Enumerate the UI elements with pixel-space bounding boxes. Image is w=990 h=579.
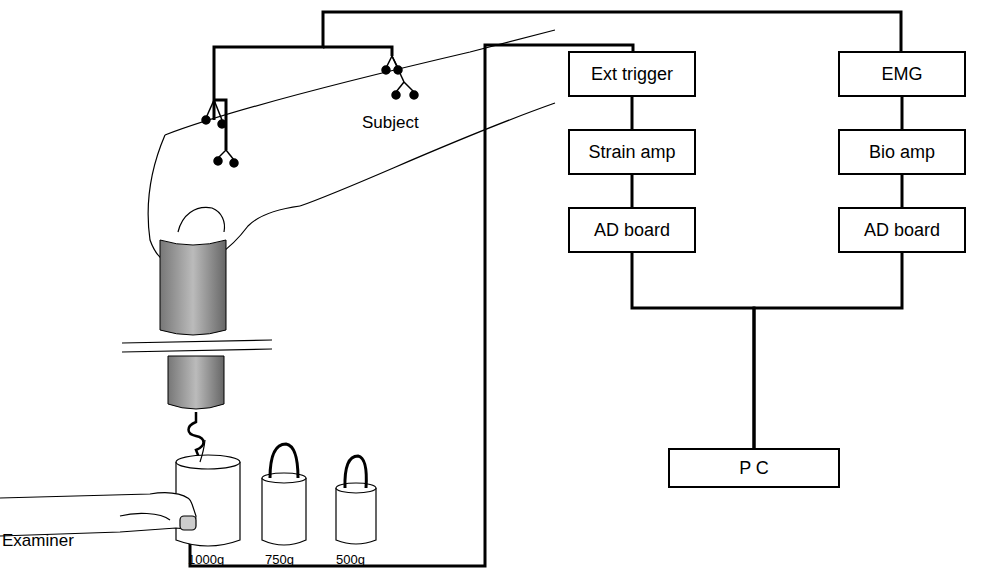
- handle-cylinder: [160, 240, 226, 335]
- box-label: AD board: [594, 220, 670, 241]
- signal-line: [631, 175, 634, 207]
- weight-cups: [176, 440, 376, 546]
- box-label: EMG: [881, 64, 922, 85]
- process-box: P C: [668, 448, 840, 488]
- role-label: Subject: [362, 114, 419, 131]
- box-label: P C: [739, 458, 769, 479]
- process-box: Bio amp: [838, 129, 966, 175]
- box-label: AD board: [864, 220, 940, 241]
- signal-line: [901, 97, 904, 129]
- electrode: [202, 56, 418, 167]
- examiner-hand: [0, 493, 196, 536]
- hook: [189, 412, 204, 460]
- table-plate: [122, 340, 272, 352]
- signal-line: [901, 175, 904, 207]
- process-box: Strain amp: [568, 129, 696, 175]
- process-box: Ext trigger: [568, 51, 696, 97]
- box-label: Bio amp: [869, 142, 935, 163]
- box-label: Strain amp: [588, 142, 675, 163]
- process-box: EMG: [838, 51, 966, 97]
- weight-label: 750g: [265, 553, 294, 566]
- process-box: AD board: [568, 207, 696, 253]
- signal-line: [754, 253, 902, 448]
- role-label: Examiner: [2, 532, 74, 549]
- arm-outline: [148, 30, 555, 265]
- box-label: Ext trigger: [591, 64, 673, 85]
- weight-label: 500g: [336, 553, 365, 566]
- weight-label: 1000g: [188, 553, 224, 566]
- process-box: AD board: [838, 207, 966, 253]
- signal-line: [632, 253, 754, 448]
- strain-gauge: [168, 356, 224, 409]
- signal-line: [631, 97, 634, 129]
